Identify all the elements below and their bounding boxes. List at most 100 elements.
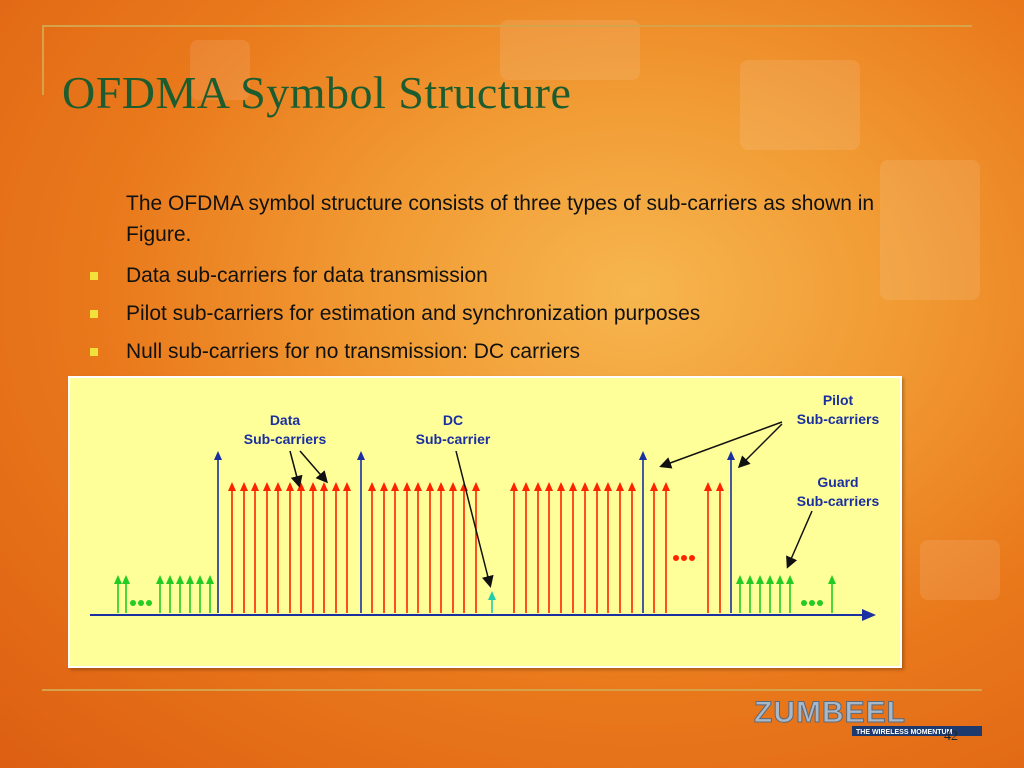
subcarrier-diagram: Data Sub-carriers DC Sub-carrier Pilot S…	[90, 392, 880, 621]
data-subcarrier-arrowhead	[650, 482, 658, 491]
guard-subcarrier-arrowhead	[766, 575, 774, 584]
pilot-subcarrier-arrowhead	[727, 451, 735, 460]
pilot-label-line1: Pilot	[823, 392, 854, 408]
pilot-subcarrier-arrowhead	[214, 451, 222, 460]
pilot-label-line2: Sub-carriers	[797, 411, 880, 427]
bullet-text: Pilot sub-carriers for estimation and sy…	[126, 302, 701, 325]
data-subcarrier-arrowhead	[593, 482, 601, 491]
bullet-item: Null sub-carriers for no transmission: D…	[85, 336, 885, 368]
background-block	[740, 60, 860, 150]
data-subcarrier-arrowhead	[545, 482, 553, 491]
data-subcarrier-arrowhead	[286, 482, 294, 491]
zumbeel-logo: ZUMBEEL THE WIRELESS MOMENTUM	[754, 696, 982, 736]
dc-callout-arrow	[455, 450, 494, 588]
guard-subcarrier-arrowhead	[206, 575, 214, 584]
data-subcarrier-arrowhead	[449, 482, 457, 491]
guard-subcarrier-arrowhead	[114, 575, 122, 584]
data-subcarrier-arrowhead	[403, 482, 411, 491]
data-callout-arrow	[289, 450, 303, 488]
data-subcarrier-arrowhead	[616, 482, 624, 491]
data-subcarrier-arrowhead	[716, 482, 724, 491]
axis-arrow-icon	[862, 609, 876, 621]
data-subcarrier-arrowhead	[309, 482, 317, 491]
data-label-line1: Data	[270, 412, 301, 428]
data-subcarrier-arrowhead	[380, 482, 388, 491]
dc-label-line2: Sub-carrier	[416, 431, 491, 447]
subcarrier-group	[114, 451, 836, 613]
guard-subcarrier-arrowhead	[196, 575, 204, 584]
svg-text:THE WIRELESS MOMENTUM: THE WIRELESS MOMENTUM	[856, 729, 953, 736]
bullet-item: Data sub-carriers for data transmission	[85, 260, 885, 292]
frame-line	[42, 25, 972, 27]
data-subcarrier-arrowhead	[414, 482, 422, 491]
pilot-callout-arrow	[737, 423, 783, 469]
data-ellipsis	[673, 555, 695, 561]
dc-subcarrier-arrowhead	[488, 591, 496, 600]
guard-label-line1: Guard	[817, 474, 858, 490]
data-subcarrier-arrowhead	[426, 482, 434, 491]
guard-subcarrier-arrowhead	[828, 575, 836, 584]
guard-subcarrier-arrowhead	[122, 575, 130, 584]
data-subcarrier-arrowhead	[263, 482, 271, 491]
guard-subcarrier-arrowhead	[176, 575, 184, 584]
bullet-square-icon	[90, 348, 98, 356]
data-subcarrier-arrowhead	[274, 482, 282, 491]
page-number: 42	[944, 729, 958, 744]
bullet-text: Data sub-carriers for data transmission	[126, 264, 488, 287]
guard-subcarrier-arrowhead	[166, 575, 174, 584]
data-label-line2: Sub-carriers	[244, 431, 327, 447]
bullet-square-icon	[90, 272, 98, 280]
pilot-callout-arrow	[659, 421, 783, 469]
data-subcarrier-arrowhead	[534, 482, 542, 491]
background-block	[880, 160, 980, 300]
pilot-subcarrier-arrowhead	[639, 451, 647, 460]
data-subcarrier-arrowhead	[604, 482, 612, 491]
footer-line	[42, 689, 982, 691]
data-subcarrier-arrowhead	[510, 482, 518, 491]
data-subcarrier-arrowhead	[581, 482, 589, 491]
background-block	[500, 20, 640, 80]
guard-ellipsis-right	[801, 600, 823, 606]
pilot-subcarrier-arrowhead	[357, 451, 365, 460]
guard-subcarrier-arrowhead	[746, 575, 754, 584]
data-subcarrier-arrowhead	[569, 482, 577, 491]
data-subcarrier-arrowhead	[557, 482, 565, 491]
data-subcarrier-arrowhead	[391, 482, 399, 491]
guard-subcarrier-arrowhead	[776, 575, 784, 584]
data-callout-arrow	[299, 450, 328, 484]
guard-callout-arrow	[786, 510, 813, 569]
data-subcarrier-arrowhead	[320, 482, 328, 491]
background-block	[920, 540, 1000, 600]
bullet-text: Null sub-carriers for no transmission: D…	[126, 340, 580, 363]
slide-body: The OFDMA symbol structure consists of t…	[85, 188, 885, 374]
intro-text: The OFDMA symbol structure consists of t…	[126, 192, 875, 246]
data-subcarrier-arrowhead	[332, 482, 340, 491]
data-subcarrier-arrowhead	[472, 482, 480, 491]
bullet-square-icon	[90, 310, 98, 318]
dc-label-line1: DC	[443, 412, 463, 428]
data-subcarrier-arrowhead	[522, 482, 530, 491]
data-subcarrier-arrowhead	[437, 482, 445, 491]
data-subcarrier-arrowhead	[662, 482, 670, 491]
slide-title: OFDMA Symbol Structure	[62, 67, 572, 118]
guard-subcarrier-arrowhead	[156, 575, 164, 584]
bullet-list: Data sub-carriers for data transmission …	[85, 260, 885, 368]
guard-label-line2: Sub-carriers	[797, 493, 880, 509]
data-subcarrier-arrowhead	[628, 482, 636, 491]
data-subcarrier-arrowhead	[228, 482, 236, 491]
background-block	[190, 40, 250, 100]
guard-subcarrier-arrowhead	[756, 575, 764, 584]
bullet-item: Pilot sub-carriers for estimation and sy…	[85, 298, 885, 330]
data-subcarrier-arrowhead	[368, 482, 376, 491]
frame-line	[42, 25, 44, 95]
data-subcarrier-arrowhead	[240, 482, 248, 491]
guard-subcarrier-arrowhead	[736, 575, 744, 584]
guard-subcarrier-arrowhead	[786, 575, 794, 584]
guard-ellipsis-left	[130, 600, 152, 606]
data-subcarrier-arrowhead	[704, 482, 712, 491]
ofdma-subcarrier-figure: Data Sub-carriers DC Sub-carrier Pilot S…	[68, 376, 902, 668]
data-subcarrier-arrowhead	[251, 482, 259, 491]
data-subcarrier-arrowhead	[343, 482, 351, 491]
svg-text:ZUMBEEL: ZUMBEEL	[754, 696, 906, 729]
guard-subcarrier-arrowhead	[186, 575, 194, 584]
